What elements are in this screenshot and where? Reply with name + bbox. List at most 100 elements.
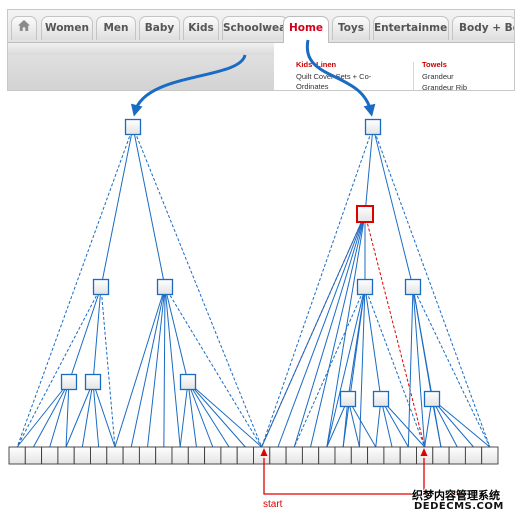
leaf-node <box>106 446 124 465</box>
leaf-node <box>73 446 91 465</box>
dashed-edge <box>16 126 134 448</box>
tree-edge <box>187 381 230 448</box>
leaf-node <box>481 446 499 465</box>
tree-edge <box>92 286 102 383</box>
tree-node <box>372 390 390 408</box>
tree-edge <box>187 381 262 448</box>
arrow-layer <box>130 39 470 495</box>
tree-edge <box>372 126 414 288</box>
dashed-edge <box>372 126 491 448</box>
tree-edge <box>100 126 134 288</box>
tree-edge <box>147 286 166 448</box>
leaf-row <box>8 446 499 465</box>
dashed-edge <box>132 126 263 448</box>
leaf-node <box>432 446 450 465</box>
tree-node <box>364 118 382 136</box>
tab-label: Women <box>45 22 89 34</box>
tree-edge <box>187 381 246 448</box>
leaf-node <box>187 446 206 465</box>
leaf-node <box>90 446 108 465</box>
tree-edge <box>326 286 366 448</box>
dashed-edge <box>100 286 116 448</box>
dashed-edge <box>16 286 102 448</box>
tree-node <box>423 390 441 408</box>
tree-edge <box>33 381 70 448</box>
tree-edge <box>342 286 366 448</box>
dashed-edge <box>364 286 426 448</box>
tab-men[interactable]: Men <box>96 16 136 40</box>
leaf-node <box>350 446 369 465</box>
menu-heading-towels[interactable]: Towels <box>422 60 447 69</box>
leaf-node <box>318 446 336 465</box>
tab-toys[interactable]: Toys <box>332 16 370 40</box>
tree-node <box>179 373 197 391</box>
leaf-node <box>383 446 401 465</box>
watermark-text: 织梦内容管理系统 <box>412 489 500 502</box>
tree-node <box>92 278 110 296</box>
leaf-node <box>334 446 352 465</box>
tab-label: Kids <box>188 22 214 34</box>
leaf-node <box>155 446 173 465</box>
leaf-node <box>8 446 26 465</box>
leaf-node <box>464 446 483 465</box>
end-arrowhead <box>420 448 428 456</box>
tab-schoolwear[interactable]: Schoolwear <box>222 16 288 40</box>
tree-edge <box>261 213 366 448</box>
tree-edge <box>92 381 100 448</box>
tree-edge <box>163 286 166 448</box>
menu-item-ordinates[interactable]: Ordinates <box>296 82 329 91</box>
start-arrowhead <box>260 448 268 456</box>
home-icon <box>18 17 30 39</box>
tree-edge <box>114 286 166 448</box>
tab-label: Baby <box>144 22 175 34</box>
tree-edge <box>164 286 181 448</box>
menu-item-grandeur-rib[interactable]: Grandeur Rib <box>422 83 468 91</box>
leaf-node <box>269 446 287 465</box>
tree-edge <box>16 381 70 448</box>
leaf-node <box>204 446 222 465</box>
tree-edge <box>364 286 382 400</box>
menu-item-grandeur[interactable]: Grandeur <box>422 72 454 81</box>
menu-arrow <box>130 54 247 117</box>
menu-screenshot: Women Men Baby Kids Schoolwear Home Toys… <box>7 9 515 91</box>
dashed-edge <box>261 126 374 448</box>
tree-edge <box>179 381 189 448</box>
tree-edge <box>65 381 94 448</box>
leaf-node <box>24 446 43 465</box>
highlighted-node <box>356 205 374 223</box>
leaf-node <box>138 446 157 465</box>
menu-tab-bar: Women Men Baby Kids Schoolwear Home Toys… <box>8 10 514 43</box>
tree-node <box>339 390 357 408</box>
tab-label: Body + Beau <box>459 22 514 34</box>
tree-edge <box>81 381 94 448</box>
tree-edge <box>68 286 102 383</box>
tree-edge <box>431 398 491 448</box>
start-label: start <box>263 499 283 510</box>
tree-edge <box>326 213 366 448</box>
leaf-node <box>448 446 466 465</box>
tree-edge <box>293 213 366 448</box>
tree-edge <box>92 381 116 448</box>
leaf-node <box>220 446 238 465</box>
leaf-node <box>285 446 303 465</box>
tab-home[interactable]: Home <box>283 16 329 43</box>
tree-node <box>356 278 374 296</box>
tree-edge <box>187 381 197 448</box>
tree-edge <box>49 381 70 448</box>
leaf-node <box>57 446 75 465</box>
tab-baby[interactable]: Baby <box>139 16 180 40</box>
dashed-edge <box>412 286 491 448</box>
tab-kids[interactable]: Kids <box>183 16 219 40</box>
start-connector <box>263 458 425 495</box>
leaf-node <box>301 446 320 465</box>
tab-label: Schoolwear <box>223 22 288 34</box>
tab-home-icon[interactable] <box>11 16 37 40</box>
tab-women[interactable]: Women <box>41 16 93 40</box>
tree-node <box>124 118 142 136</box>
menu-column-divider <box>413 62 414 90</box>
tab-entertainment[interactable]: Entertainment <box>373 16 449 40</box>
tree-node <box>156 278 174 296</box>
leaf-node <box>367 446 385 465</box>
tab-body-beauty[interactable]: Body + Beau <box>452 16 514 40</box>
